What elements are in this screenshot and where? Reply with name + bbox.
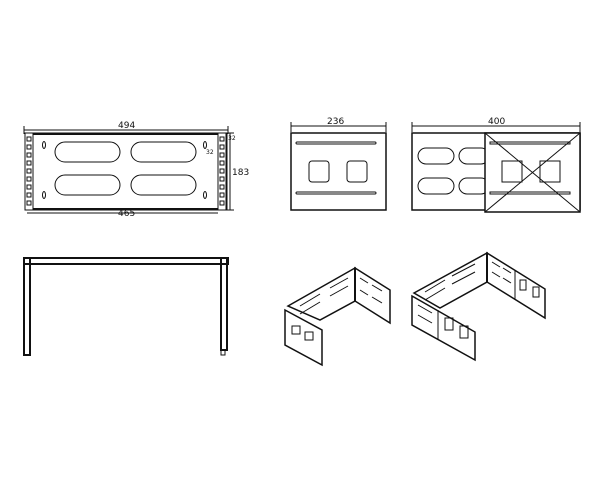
rail-hole: [26, 152, 32, 158]
front-panel: [24, 132, 228, 211]
side-view-max: 400: [411, 117, 581, 213]
dim-small-label-2: 32: [206, 149, 214, 156]
dim-width-label: 494: [118, 121, 135, 131]
oval-cutout: [130, 174, 197, 196]
rail-hole: [219, 184, 225, 190]
rail-hole: [219, 200, 225, 206]
rail-hole: [26, 144, 32, 150]
isometric-min: [284, 266, 391, 367]
left-rail: [24, 132, 34, 211]
oval-cutout: [54, 174, 121, 196]
rail-hole: [219, 152, 225, 158]
front-view: 494 465 183 32 32: [23, 121, 249, 219]
rail-hole: [219, 168, 225, 174]
rail-hole: [26, 168, 32, 174]
rail-hole: [26, 136, 32, 142]
isometric-max: [411, 251, 546, 362]
rail-hole: [219, 144, 225, 150]
rail-hole: [219, 176, 225, 182]
side-view-min: 236: [290, 117, 387, 211]
rail-hole: [219, 136, 225, 142]
square-cutout: [308, 160, 330, 183]
rail-hole: [219, 192, 225, 198]
rail-hole: [26, 200, 32, 206]
right-rail: [217, 132, 227, 211]
oval-cutout: [130, 141, 197, 163]
dim-max-width-label: 400: [488, 117, 505, 127]
rail-hole: [26, 176, 32, 182]
dim-inner-width-label: 465: [118, 209, 135, 219]
rail-hole: [26, 192, 32, 198]
oval-cutout: [54, 141, 121, 163]
dim-min-width-label: 236: [327, 117, 344, 127]
rail-hole: [26, 184, 32, 190]
square-cutout: [346, 160, 368, 183]
dim-small-label-1: 32: [228, 135, 236, 142]
top-view: [23, 257, 229, 356]
rail-hole: [219, 160, 225, 166]
rail-hole: [26, 160, 32, 166]
dim-height-label: 183: [232, 168, 249, 178]
